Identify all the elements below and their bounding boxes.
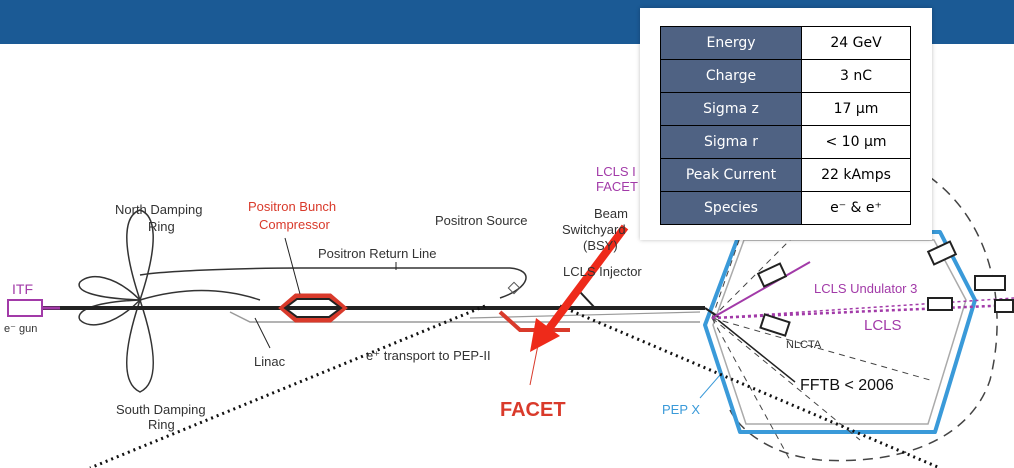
param-value: 24 GeV xyxy=(801,26,911,60)
table-row: Sigma r < 10 µm xyxy=(660,125,911,159)
param-value: e⁻ & e⁺ xyxy=(801,191,911,225)
positron-return-line xyxy=(139,267,527,299)
table-row: Sigma z 17 µm xyxy=(660,92,911,126)
bunch-compressor-pointer xyxy=(284,237,301,295)
ring-device-1 xyxy=(756,262,788,288)
positron-bunch-label-2: Compressor xyxy=(259,217,330,232)
ring-device-3 xyxy=(974,275,1006,291)
param-label: Energy xyxy=(660,26,802,60)
inner-grey-ring xyxy=(712,239,967,425)
beam-parameters-table: Energy 24 GeV Charge 3 nC Sigma z 17 µm … xyxy=(660,26,911,225)
param-label: Sigma z xyxy=(660,92,802,126)
egun-label: e⁻ gun xyxy=(4,323,37,335)
lcls-label: LCLS xyxy=(864,317,902,334)
south-damping-label-2: Ring xyxy=(148,417,175,432)
table-row: Energy 24 GeV xyxy=(660,26,911,60)
damping-ring-loop xyxy=(78,275,142,326)
param-value: 17 µm xyxy=(801,92,911,126)
param-label: Peak Current xyxy=(660,158,802,192)
south-damping-ring xyxy=(126,299,154,393)
nlcta-label: NLCTA xyxy=(786,339,822,351)
pep-x-ring xyxy=(703,230,977,434)
north-damping-ring xyxy=(126,209,261,302)
outer-dashed-ring xyxy=(729,159,998,462)
beam-switchyard-label-2: Switchyard xyxy=(562,222,626,237)
linac-label: Linac xyxy=(254,354,286,369)
lcls-facet-label-2: FACET xyxy=(596,179,638,194)
ring-device-2 xyxy=(926,240,958,266)
param-value: < 10 µm xyxy=(801,125,911,159)
fftb-label: FFTB < 2006 xyxy=(800,377,894,394)
positron-source-label: Positron Source xyxy=(435,213,528,228)
north-damping-label-2: Ring xyxy=(148,219,175,234)
eplus-transport-line xyxy=(229,311,700,323)
lcls-device xyxy=(927,297,953,311)
nlcta-device xyxy=(759,313,791,337)
facet-red-arrow-head xyxy=(530,318,560,352)
param-label: Charge xyxy=(660,59,802,93)
south-damping-label-1: South Damping xyxy=(116,402,206,417)
beam-switchyard-label-3: (BSY) xyxy=(583,238,618,253)
table-row: Peak Current 22 kAmps xyxy=(660,158,911,192)
ring-device-4 xyxy=(994,299,1014,313)
positron-return-label: Positron Return Line xyxy=(318,246,437,261)
fftb-pointer xyxy=(717,319,796,383)
param-label: Sigma r xyxy=(660,125,802,159)
beam-parameters-panel: Energy 24 GeV Charge 3 nC Sigma z 17 µm … xyxy=(640,8,932,240)
lcls-beamline-2 xyxy=(711,297,1014,319)
lcls-undulator-line xyxy=(711,261,811,319)
facet-red-arrow-shaft xyxy=(544,224,629,333)
pepx-pointer xyxy=(699,374,721,399)
lcls-facet-label-1: LCLS I xyxy=(596,164,636,179)
lcls-beamline xyxy=(711,303,1014,320)
itf-box xyxy=(7,299,43,317)
positron-source-marker xyxy=(507,281,521,295)
param-value: 22 kAmps xyxy=(801,158,911,192)
param-label: Species xyxy=(660,191,802,225)
zoom-line-left xyxy=(89,304,486,468)
lcls-injector-label: LCLS Injector xyxy=(563,264,642,279)
table-row: Species e⁻ & e⁺ xyxy=(660,191,911,225)
itf-label: ITF xyxy=(12,281,33,297)
positron-bunch-label-1: Positron Bunch xyxy=(248,199,336,214)
pepx-label: PEP X xyxy=(662,402,700,417)
north-damping-label-1: North Damping xyxy=(115,202,202,217)
facet-beamline xyxy=(498,310,570,332)
facet-label: FACET xyxy=(500,399,566,421)
lcls-undulator-label: LCLS Undulator 3 xyxy=(814,281,917,296)
positron-bunch-compressor-inner xyxy=(283,298,343,318)
param-value: 3 nC xyxy=(801,59,911,93)
table-row: Charge 3 nC xyxy=(660,59,911,93)
positron-bunch-compressor xyxy=(278,293,348,323)
linac-pointer xyxy=(254,317,271,349)
linac-to-ring xyxy=(704,307,721,319)
eplus-transport-label: e⁺ transport to PEP-II xyxy=(366,348,491,363)
beam-switchyard-label-1: Beam xyxy=(594,206,628,221)
